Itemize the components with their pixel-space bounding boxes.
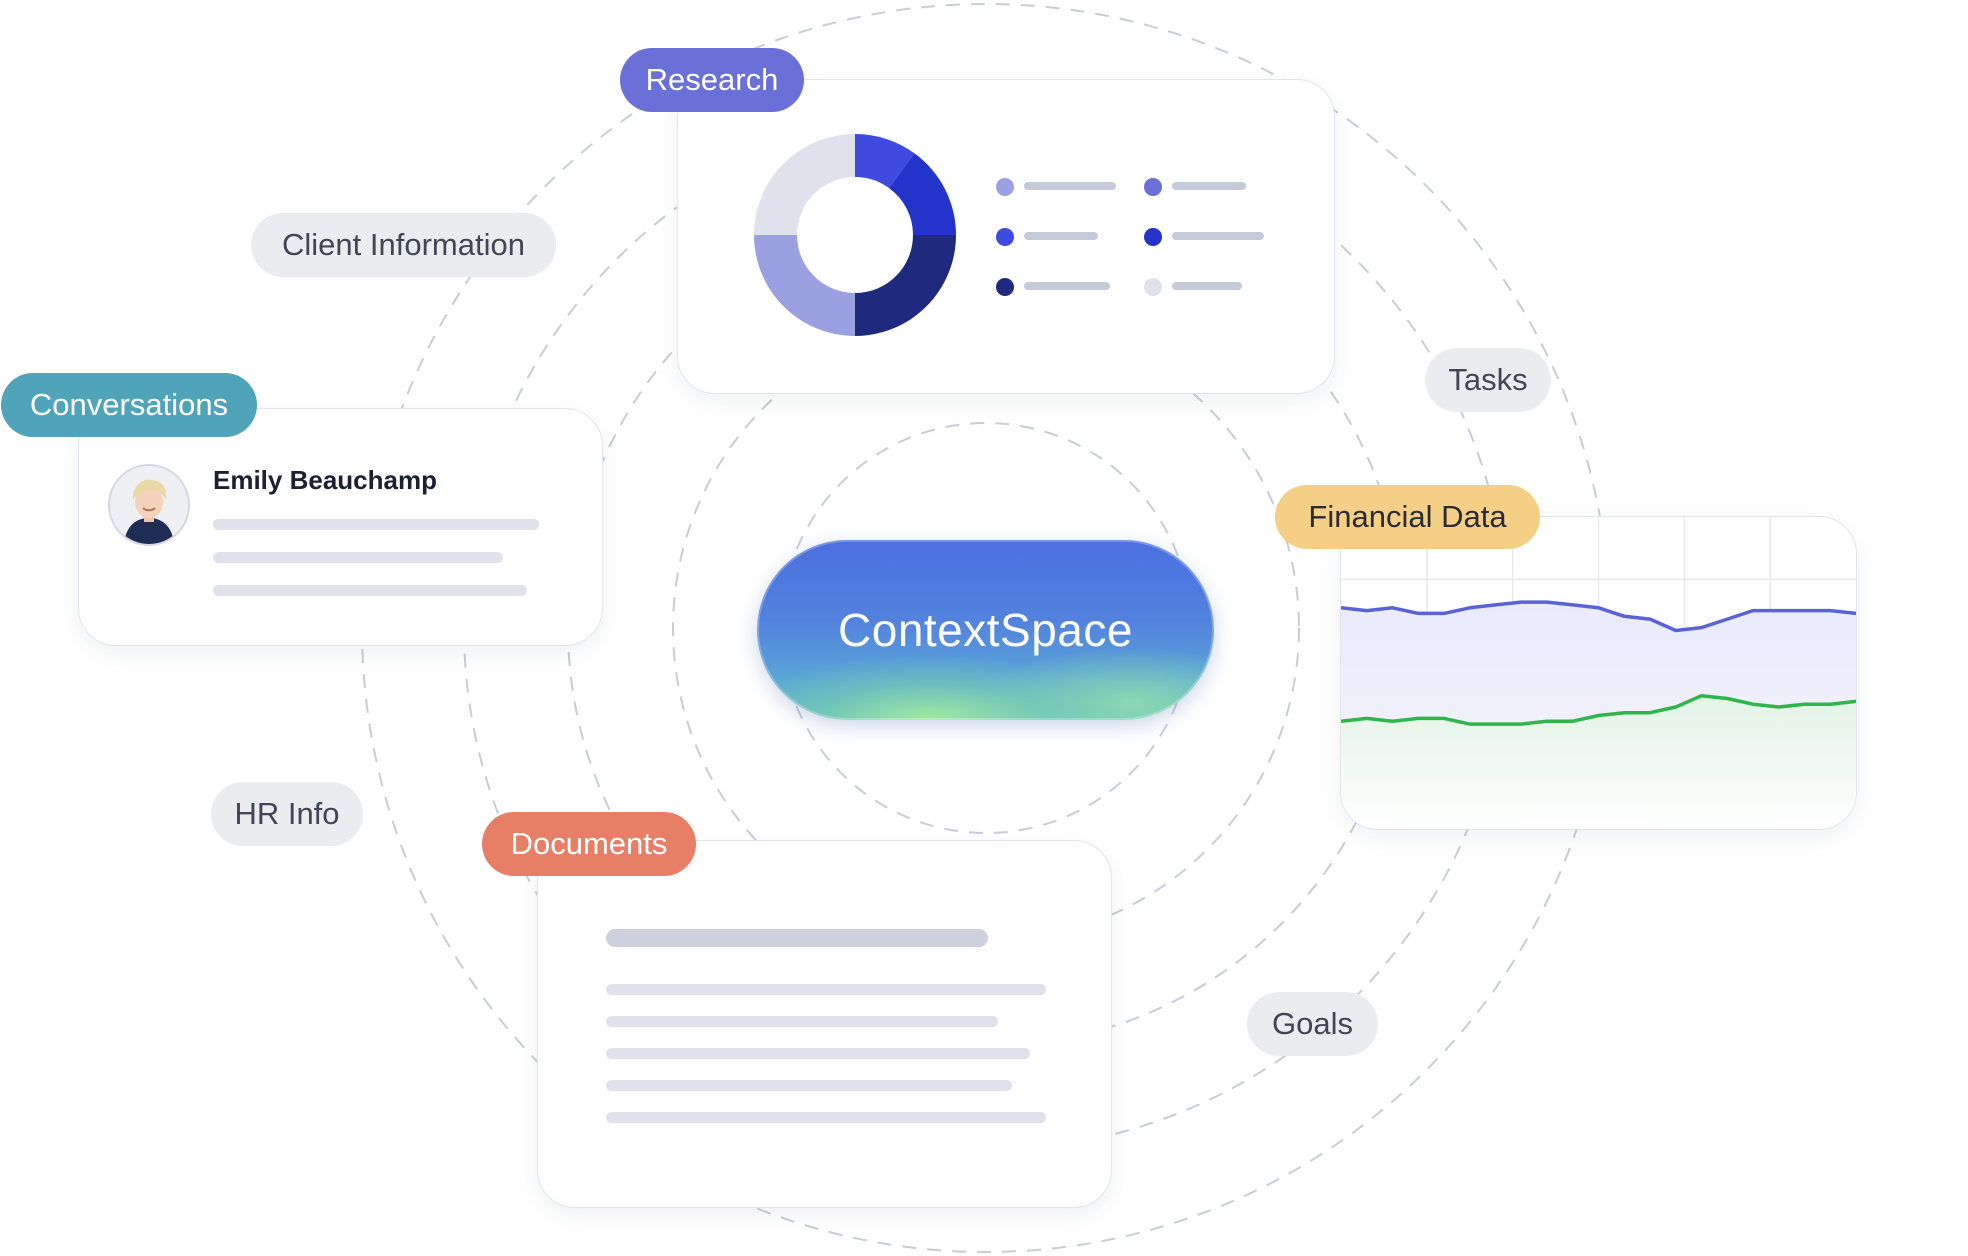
legend-line [1172,182,1246,190]
legend-line [1172,282,1242,290]
message-line [213,519,539,530]
line-chart [1341,517,1856,829]
conversation-contact-name: Emily Beauchamp [213,465,437,495]
research-card[interactable] [677,79,1335,394]
document-title-line [606,929,988,947]
donut-slice [754,235,855,336]
hub-label: ContextSpace [838,604,1133,656]
person-icon [110,466,188,544]
hr-info-pill[interactable]: HR Info [211,782,363,846]
area-lower [1341,695,1856,829]
research-tag[interactable]: Research [620,48,804,112]
financial-data-card[interactable] [1340,516,1857,830]
donut-slice [855,235,956,336]
message-line [213,585,527,596]
document-text-line [606,1112,1046,1123]
orbit-ring-3 [672,314,1300,942]
series-line-blue [1341,600,1856,633]
series-line-green [1341,693,1856,726]
legend-line [1024,182,1116,190]
legend-line [1024,282,1110,290]
donut-slice [754,134,855,235]
conversations-tag[interactable]: Conversations [1,373,257,437]
legend-dot [996,178,1014,196]
area-upper [1341,602,1856,725]
donut-slice [889,153,956,235]
contextspace-hub[interactable]: ContextSpace [757,540,1214,720]
tasks-pill[interactable]: Tasks [1425,348,1551,412]
donut-chart [754,134,956,336]
legend-dot [1144,228,1162,246]
message-line [213,552,503,563]
document-text-line [606,1048,1030,1059]
documents-card[interactable] [537,840,1112,1208]
conversations-card[interactable]: Emily Beauchamp [78,408,603,646]
financial-data-tag[interactable]: Financial Data [1275,485,1540,549]
legend-line [1172,232,1264,240]
legend-dot [1144,178,1162,196]
legend-dot [1144,278,1162,296]
donut-slice [855,134,915,189]
document-text-line [606,1016,998,1027]
legend-line [1024,232,1098,240]
legend-dot [996,278,1014,296]
avatar [108,464,190,546]
client-information-pill[interactable]: Client Information [251,213,556,277]
goals-pill[interactable]: Goals [1247,992,1378,1056]
document-text-line [606,1080,1012,1091]
documents-tag[interactable]: Documents [482,812,696,876]
document-text-line [606,984,1046,995]
legend-dot [996,228,1014,246]
